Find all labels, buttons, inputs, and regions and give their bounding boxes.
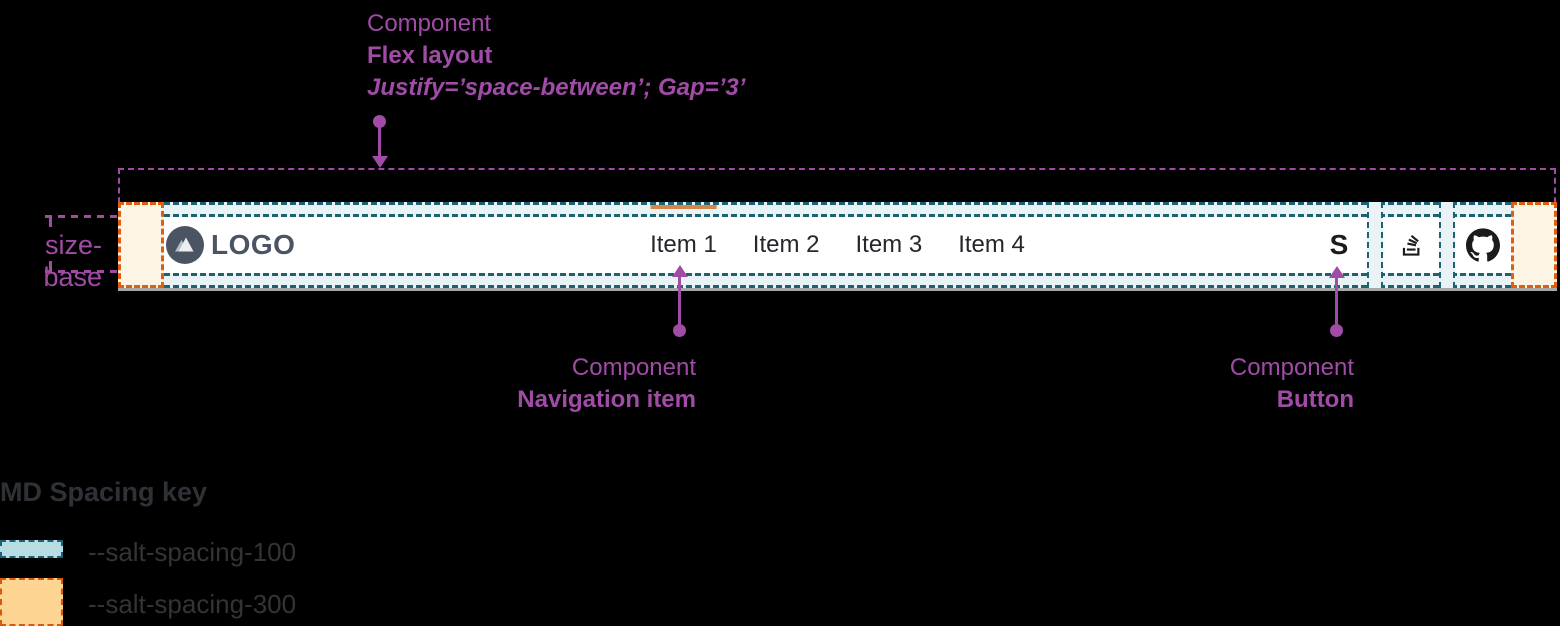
size-base-label: size-base [43,230,102,292]
connector-line [378,126,381,158]
github-button[interactable] [1455,202,1511,288]
spacing-100-overlay-bottom [164,273,1511,288]
arrow-down-icon [372,156,388,168]
annotation-line: Flex layout [367,42,493,69]
nav-buttons: S [1311,202,1511,288]
stackoverflow-button[interactable] [1383,202,1439,288]
github-icon [1466,228,1500,262]
arrow-up-icon [672,265,688,277]
s-brand-icon: S [1329,229,1349,260]
button-annotation: Component Button [1110,352,1354,416]
app-header: LOGO Item 1 Item 2 Item 3 Item 4 [118,202,1557,291]
nav-item-1[interactable]: Item 1 [632,205,735,273]
stackoverflow-icon [1402,235,1420,256]
nav-item-label: Item 1 [650,231,717,258]
legend-label-spacing-100: --salt-spacing-100 [88,537,297,567]
annotation-line: Component [367,10,492,37]
connector-dot [373,115,386,128]
flex-layout-annotation: Component Flex layout Justify=’space-bet… [367,8,745,104]
nav-items: Item 1 Item 2 Item 3 Item 4 [632,205,1043,273]
connector-dot [1330,324,1343,337]
spacing-100-swatch [0,540,63,558]
logo-text: LOGO [211,229,296,260]
size-base-top-cap [49,215,52,227]
connector-line [1335,277,1338,326]
legend-label-spacing-300: --salt-spacing-300 [88,589,297,619]
annotation-line: Justify=’space-between’; Gap=’3’ [367,74,746,101]
spacing-100-gap-column [1367,202,1383,288]
spacing-300-overlay-right [1511,202,1557,288]
annotation-line: Component [571,354,696,381]
size-base-bottom-cap [49,261,52,273]
logo[interactable]: LOGO [166,226,295,264]
s-brand-button[interactable]: S [1311,202,1367,288]
arrow-up-icon [1329,266,1345,278]
annotation-line: Navigation item [517,386,696,413]
connector-dot [673,324,686,337]
size-base-top-line [45,215,118,218]
annotation-line: Component [1229,354,1354,381]
legend-title: MD Spacing key [0,477,208,507]
size-base-bottom-line [45,270,118,273]
mountain-logo-icon [166,226,204,264]
nav-content: LOGO Item 1 Item 2 Item 3 Item 4 [118,205,1557,273]
connector-line [678,276,681,326]
nav-item-label: Item 4 [958,231,1025,258]
annotation-line: Button [1276,386,1354,413]
nav-item-4[interactable]: Item 4 [940,217,1043,273]
nav-item-label: Item 2 [752,231,820,258]
nav-item-3[interactable]: Item 3 [838,217,941,273]
navigation-item-annotation: Component Navigation item [450,352,696,416]
nav-item-label: Item 3 [855,231,923,258]
active-indicator [650,205,717,209]
spacing-300-swatch [0,578,63,626]
spacing-100-gap-column [1439,202,1455,288]
spacing-100-overlay-top [164,202,1511,217]
nav-item-2[interactable]: Item 2 [735,217,838,273]
spacing-300-overlay-left [118,202,164,288]
